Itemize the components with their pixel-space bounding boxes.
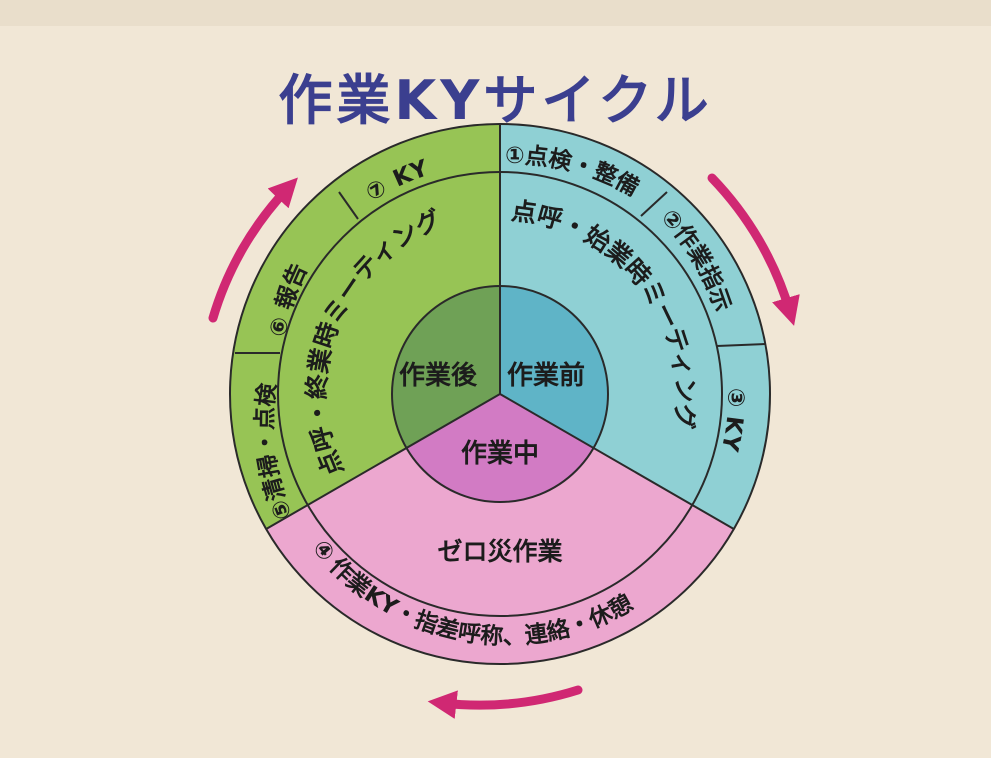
arrow-clockwise-icon: [707, 173, 800, 326]
sector-after-inner: [392, 286, 500, 448]
sector-during-inner: [406, 394, 594, 502]
ring-label-during-work: ゼロ災作業: [437, 537, 562, 566]
sector-during-outer: [266, 394, 734, 664]
page-title: 作業KYサイクル: [278, 69, 713, 132]
arrow-clockwise-icon: [208, 177, 298, 323]
center-label-after: 作業後: [399, 360, 478, 391]
ring-outlines: [229, 123, 771, 665]
center-label-before: 作業前: [507, 360, 585, 391]
arrow-clockwise-icon: [427, 685, 583, 719]
center-label-during: 作業中: [461, 439, 539, 469]
top-band: [0, 0, 991, 26]
sector-before-inner: [500, 286, 608, 448]
